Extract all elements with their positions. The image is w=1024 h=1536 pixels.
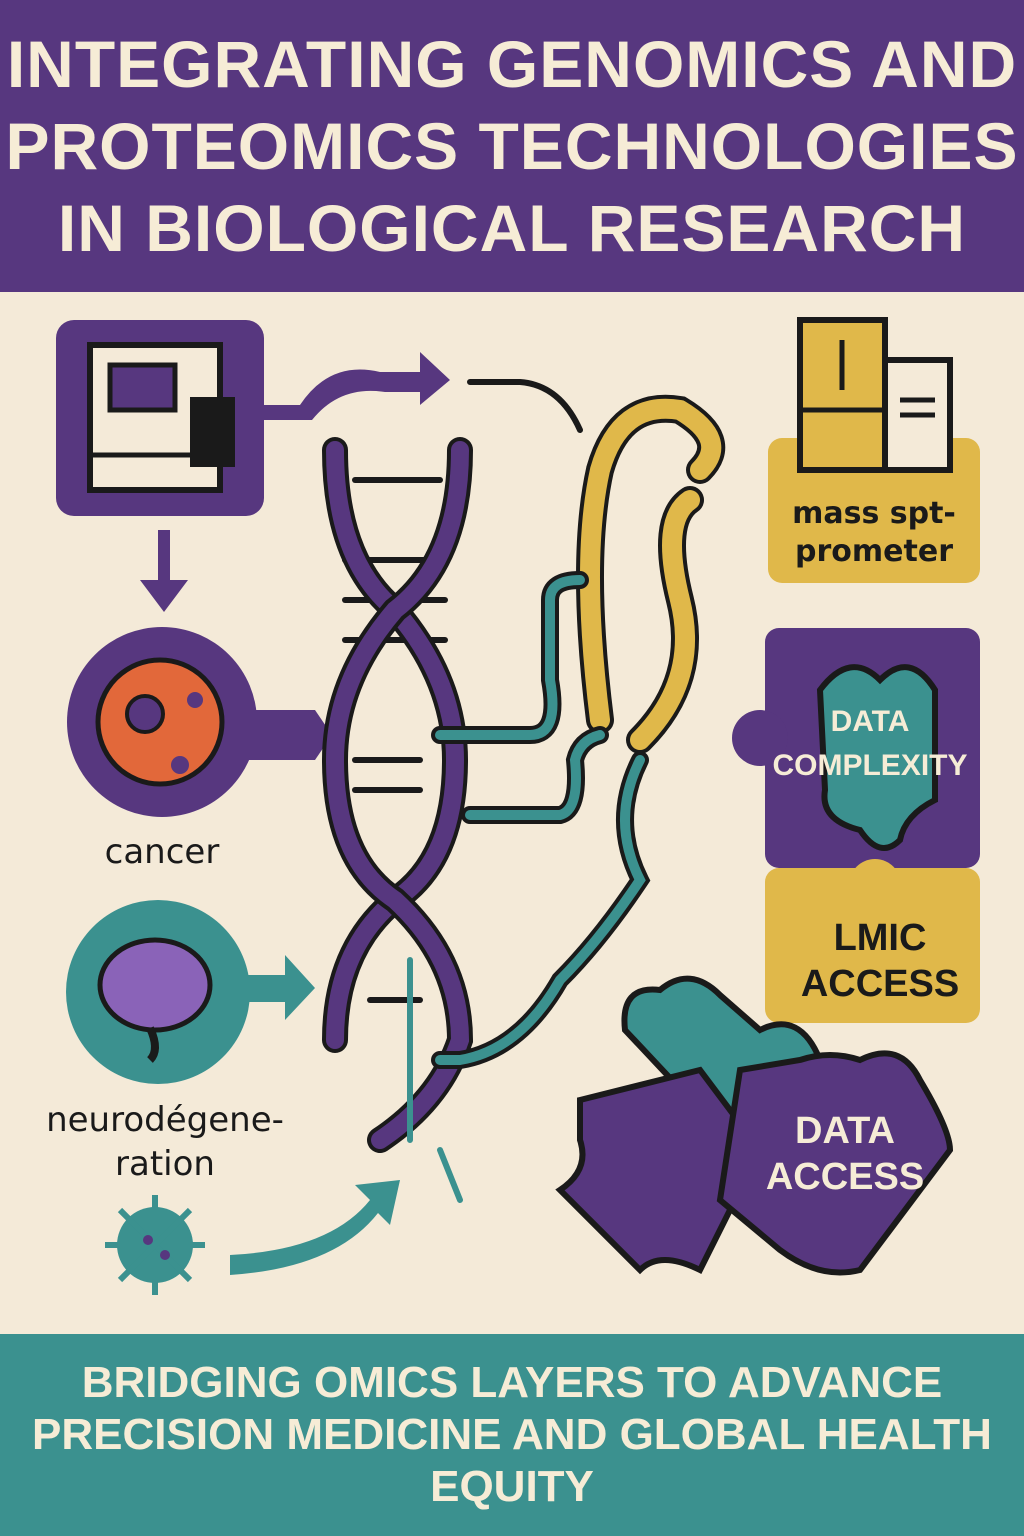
footer-line-2: PRECISION MEDICINE AND GLOBAL HEALTH EQU… [32, 1410, 992, 1511]
arrow-right-icon [262, 352, 450, 420]
virus-icon [105, 1180, 400, 1295]
footer-banner: BRIDGING OMICS LAYERS TO ADVANCE PRECISI… [0, 1334, 1024, 1536]
arrow-down-icon [140, 530, 188, 612]
neurodegeneration-label: neurodégene- ration [20, 1098, 310, 1186]
data-access-label: DATA ACCESS [750, 1108, 940, 1200]
label-line: DATA [830, 705, 910, 738]
diagram-art [56, 317, 980, 1295]
dna-helix-icon [321, 437, 474, 1153]
title-banner: INTEGRATING GENOMICS AND PROTEOMICS TECH… [0, 0, 1024, 292]
title-line-2: PROTEOMICS TECHNOLOGIES [5, 109, 1019, 183]
lmic-access-label: LMIC ACCESS [780, 915, 980, 1007]
title-line-1: INTEGRATING GENOMICS AND [6, 27, 1018, 101]
title-line-3: IN BIOLOGICAL RESEARCH [57, 191, 967, 265]
label-line: prometer [795, 534, 953, 569]
label-line: ration [115, 1144, 215, 1184]
mass-spectrometer-icon [768, 317, 980, 583]
cancer-label: cancer [104, 832, 220, 872]
label-line: LMIC [833, 917, 927, 959]
sequencer-icon [56, 320, 264, 516]
protein-ribbon-icon [407, 379, 726, 1203]
label-line: neurodégene- [46, 1100, 284, 1140]
footer-line-1: BRIDGING OMICS LAYERS TO ADVANCE [81, 1358, 943, 1407]
label-line: ACCESS [765, 1156, 925, 1198]
label-line: DATA [795, 1110, 895, 1152]
data-complexity-label: DATA COMPLEXITY [770, 700, 970, 788]
label-line: COMPLEXITY [772, 749, 968, 782]
puzzle-stack-icon [732, 628, 980, 1023]
data-access-puzzle-icon [555, 975, 954, 1276]
mass-spectrometer-label: mass spt- prometer [768, 495, 980, 571]
label-line: ACCESS [800, 963, 960, 1005]
brain-icon [66, 900, 315, 1084]
cancer-cell-icon [67, 627, 332, 817]
label-line: mass spt- [792, 496, 956, 531]
